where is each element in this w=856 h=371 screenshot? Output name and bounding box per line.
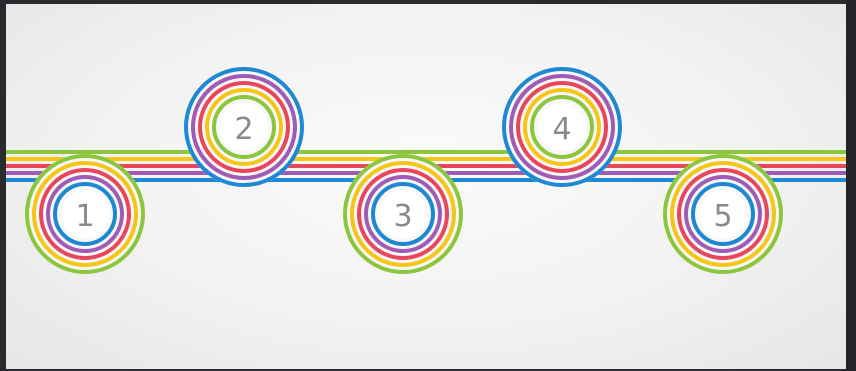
step-number-3: 3 [393, 199, 412, 234]
step-number-1: 1 [75, 199, 94, 234]
step-number-2: 2 [234, 112, 253, 147]
step-number-4: 4 [552, 112, 571, 147]
diagram-canvas: 1 2 3 4 5 [6, 4, 846, 369]
window-edge [846, 0, 856, 371]
timeline-diagram: 1 2 3 4 5 [6, 4, 846, 369]
step-number-5: 5 [713, 199, 732, 234]
